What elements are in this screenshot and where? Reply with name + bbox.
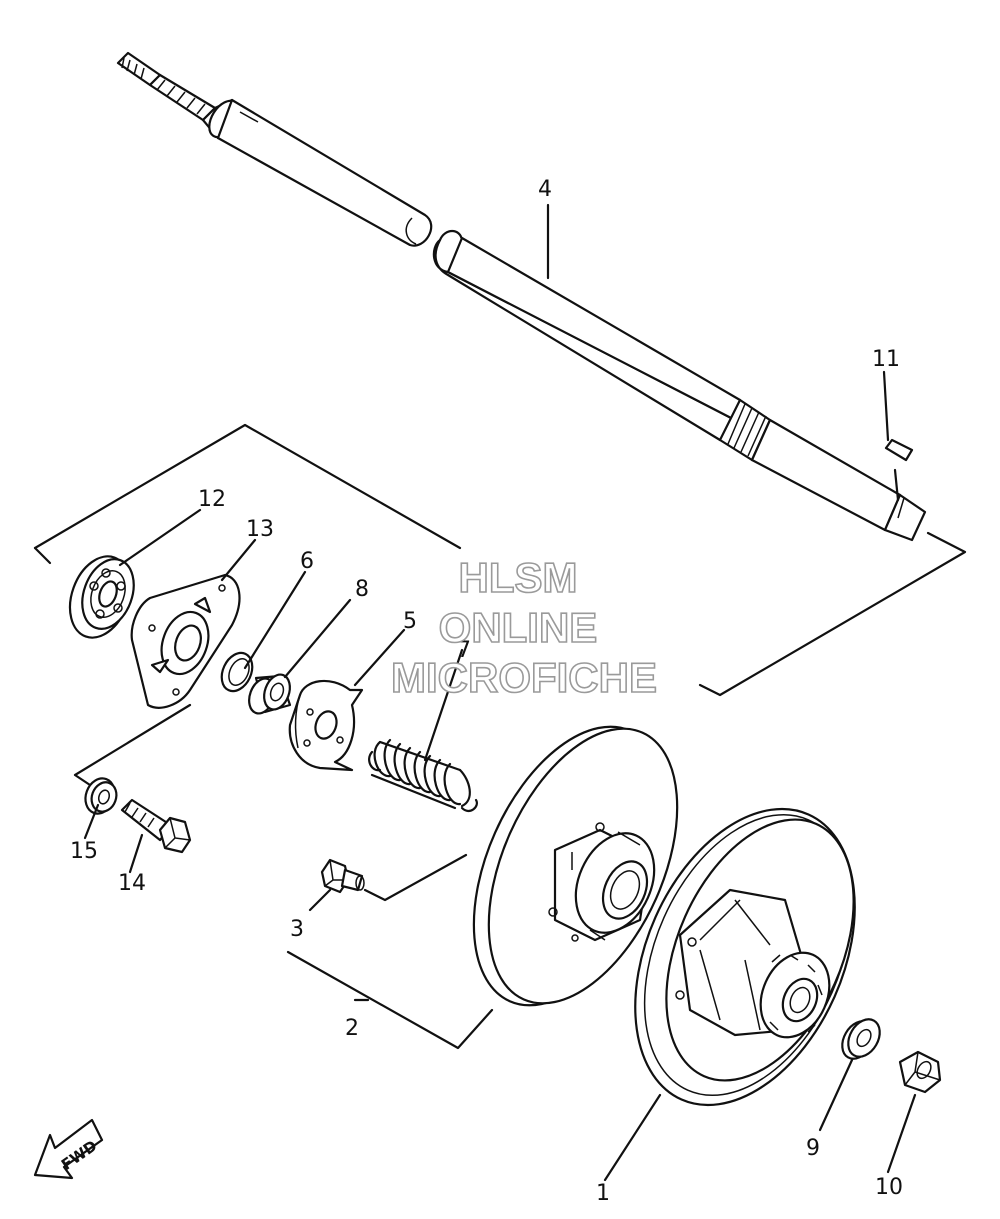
fwd-direction-arrow: FWD <box>33 1118 104 1180</box>
sheave-part-2 <box>472 725 679 1007</box>
callout-1: 1 <box>596 1181 610 1206</box>
bearing-part-12 <box>68 555 135 639</box>
spring-part-7 <box>368 738 478 813</box>
circlip-part-6 <box>220 651 254 693</box>
callout-4: 4 <box>538 177 552 202</box>
watermark-line3: MICROFICHE <box>391 654 657 701</box>
callout-5: 5 <box>403 609 417 634</box>
callout-3: 3 <box>290 917 304 942</box>
cam-part-5 <box>288 679 364 772</box>
collar-part-8 <box>248 673 292 715</box>
callout-12: 12 <box>198 487 226 512</box>
watermark: HLSM ONLINE MICROFICHE <box>390 553 658 702</box>
callout-13: 13 <box>246 517 274 542</box>
callout-2: 2 <box>345 1016 359 1041</box>
shaft-part-4 <box>116 51 927 542</box>
callout-7: 7 <box>457 638 471 663</box>
washer-part-15 <box>84 777 118 815</box>
bolt-part-14 <box>120 798 192 854</box>
watermark-line2: ONLINE <box>439 604 598 651</box>
callout-9: 9 <box>806 1136 820 1161</box>
callout-6: 6 <box>300 549 314 574</box>
watermark-line1: HLSM <box>459 554 578 601</box>
callout-11: 11 <box>872 347 900 372</box>
plate-part-13 <box>130 573 241 709</box>
assembly-outline <box>33 423 967 787</box>
key-part-11 <box>884 438 914 462</box>
callout-10: 10 <box>875 1175 903 1200</box>
callout-8: 8 <box>355 577 369 602</box>
leader-lines <box>83 203 917 1182</box>
nut-part-10 <box>898 1050 942 1094</box>
sheave-part-1 <box>634 807 856 1107</box>
screw-part-3 <box>320 858 365 894</box>
washer-part-9 <box>841 1018 881 1060</box>
callout-14: 14 <box>118 871 146 896</box>
callout-labels: 4 11 12 13 6 8 5 7 3 2 15 14 1 9 10 <box>70 177 903 1206</box>
callout-15: 15 <box>70 839 98 864</box>
